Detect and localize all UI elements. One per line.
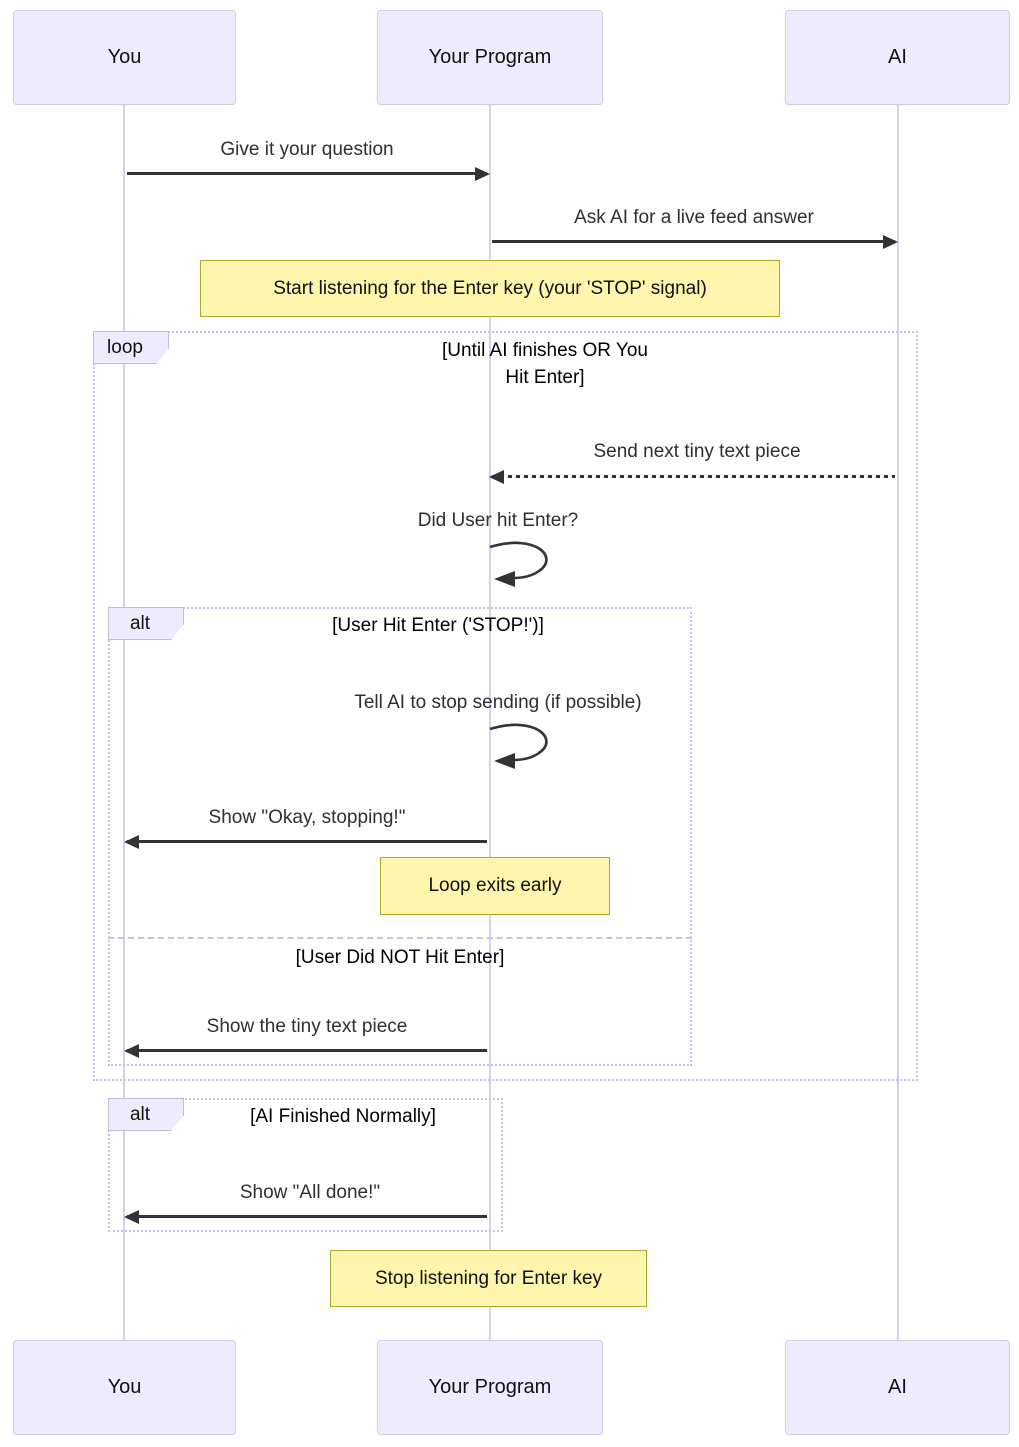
message-label-ask-ai: Ask AI for a live feed answer: [574, 207, 814, 228]
actor-ai-top: AI: [785, 10, 1010, 105]
message-label-show-piece: Show the tiny text piece: [206, 1016, 408, 1037]
message-arrow-ask-ai: [490, 234, 898, 249]
loop-title-line1: [Until AI finishes OR You: [442, 340, 648, 361]
loop-keyword-label: loop: [93, 331, 169, 364]
message-label-tell-stop: Tell AI to stop sending (if possible): [354, 692, 642, 713]
alt-enter-frame: [108, 607, 692, 1066]
loop-title: [Until AI finishes OR You Hit Enter]: [442, 337, 648, 391]
arrow-line: [127, 1215, 487, 1218]
loop-title-line2: Hit Enter]: [505, 367, 585, 388]
alt-finished-title: [AI Finished Normally]: [250, 1106, 436, 1127]
alt-finished-frame: [108, 1098, 503, 1232]
message-label-give-question: Give it your question: [220, 139, 394, 160]
message-arrow-give-question: [125, 166, 490, 181]
arrowhead-right-icon: [475, 166, 490, 181]
arrow-line: [127, 172, 487, 175]
actor-your-program-top: Your Program: [377, 10, 603, 105]
alt-enter-keyword-label: alt: [108, 607, 184, 640]
self-message-loop-icon: [489, 723, 548, 769]
message-label-did-enter: Did User hit Enter?: [417, 510, 579, 531]
alt-enter-divider: [108, 937, 692, 939]
loop-frame: [93, 331, 918, 1081]
lifeline-your-program: [489, 105, 491, 1340]
lifeline-ai: [897, 105, 899, 1340]
message-label-send-piece: Send next tiny text piece: [593, 441, 801, 462]
message-arrow-show-done: [124, 1209, 489, 1224]
actor-you-top: You: [13, 10, 236, 105]
actor-your-program-bottom: Your Program: [377, 1340, 603, 1435]
message-label-show-done: Show "All done!": [239, 1182, 381, 1203]
alt-enter-else-label: [User Did NOT Hit Enter]: [295, 947, 505, 968]
alt-enter-title: [User Hit Enter ('STOP!')]: [332, 615, 544, 636]
arrowhead-left-icon: [489, 469, 504, 484]
actor-you-bottom: You: [13, 1340, 236, 1435]
note-loop-exits-early: Loop exits early: [380, 857, 610, 915]
arrow-line: [127, 1049, 487, 1052]
note-start-listening: Start listening for the Enter key (your …: [200, 260, 780, 317]
lifeline-you: [123, 105, 125, 1340]
arrowhead-left-icon: [124, 1209, 139, 1224]
message-label-show-stopping: Show "Okay, stopping!": [208, 807, 406, 828]
arrow-line: [492, 240, 895, 243]
message-arrow-send-piece: [489, 469, 897, 484]
arrowhead-right-icon: [883, 234, 898, 249]
arrow-line-dashed: [492, 475, 895, 478]
actor-ai-bottom: AI: [785, 1340, 1010, 1435]
arrowhead-left-icon: [124, 834, 139, 849]
arrow-line: [127, 840, 487, 843]
note-stop-listening: Stop listening for Enter key: [330, 1250, 647, 1307]
self-message-loop-icon: [489, 541, 548, 587]
arrowhead-left-icon: [124, 1043, 139, 1058]
alt-finished-keyword-label: alt: [108, 1098, 184, 1131]
message-arrow-show-piece: [124, 1043, 489, 1058]
message-arrow-show-stopping: [124, 834, 489, 849]
